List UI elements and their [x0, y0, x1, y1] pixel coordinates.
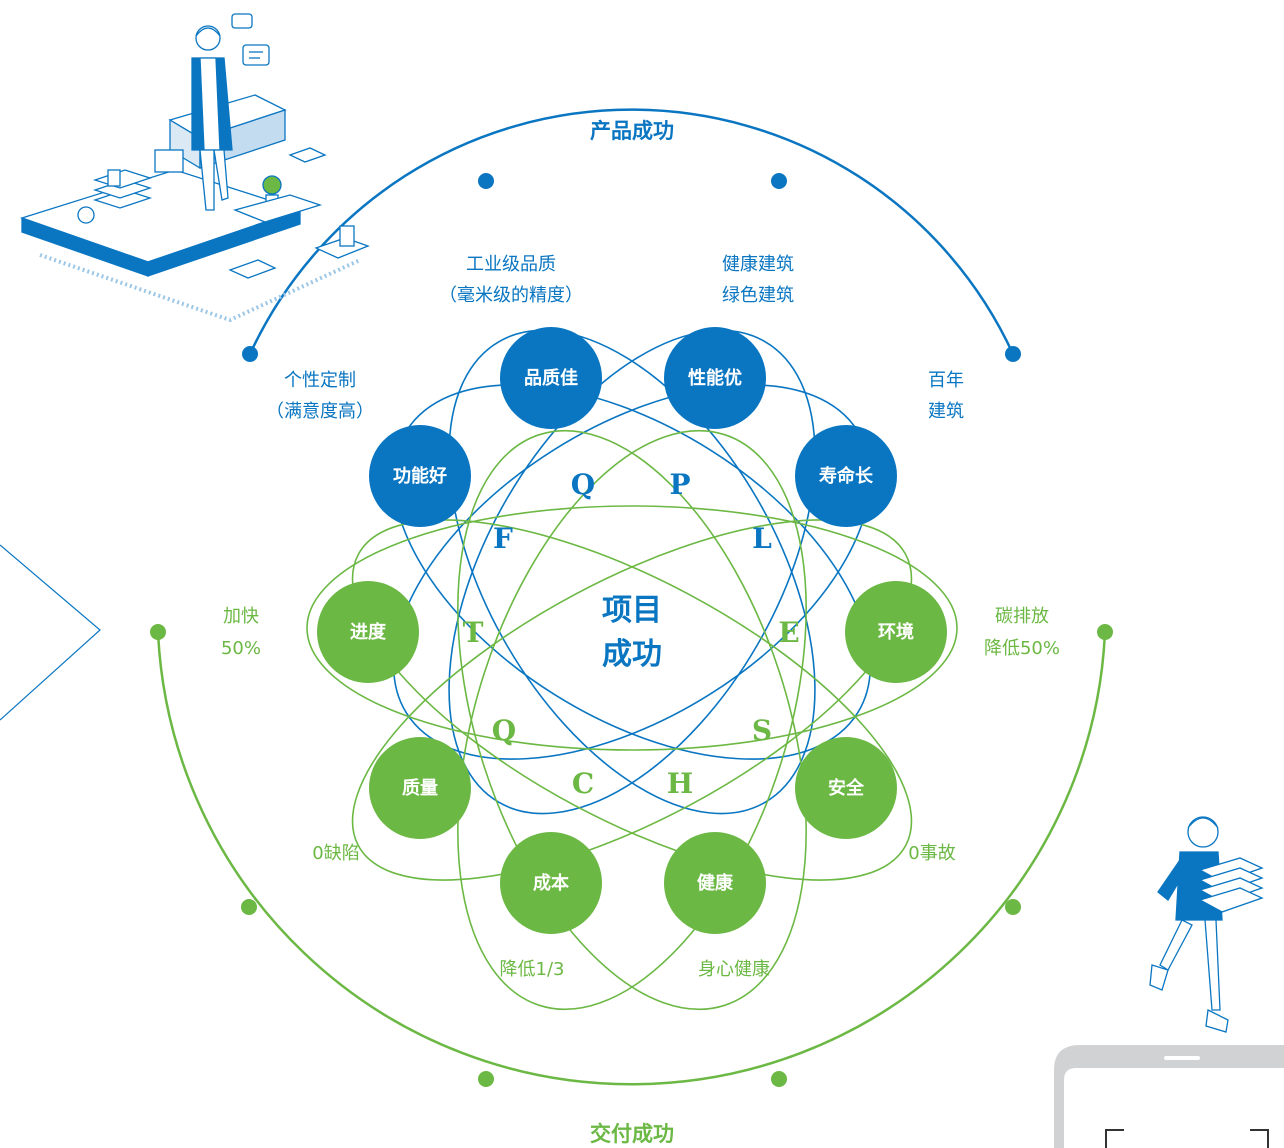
svg-text:功能好: 功能好 [393, 465, 447, 487]
letter-f: F [493, 522, 513, 555]
svg-text:寿命长: 寿命长 [819, 465, 874, 487]
svg-text:健康: 健康 [697, 872, 734, 894]
svg-text:安全: 安全 [828, 777, 865, 799]
note-gongyeji-1: 工业级品质 [466, 254, 556, 275]
arc-dot [771, 173, 787, 189]
node-shouminchang: 寿命长 [795, 425, 897, 527]
note-jiakuai-2: 50% [221, 638, 261, 659]
note-shigu: 0事故 [908, 843, 955, 864]
note-gexing-2: （满意度高） [266, 401, 374, 422]
svg-text:品质佳: 品质佳 [524, 367, 578, 389]
note-jiangdi: 降低1/3 [500, 959, 565, 980]
product-success-title: 产品成功 [590, 119, 674, 143]
node-chengben: 成本 [500, 832, 602, 934]
note-gongyeji-2: （毫米级的精度） [439, 285, 583, 306]
arc-dot [1005, 899, 1021, 915]
node-xingnengyou: 性能优 [664, 327, 766, 429]
orbit-green [457, 429, 807, 1011]
worker-desk-illustration-icon [19, 13, 370, 323]
delivery-success-title: 交付成功 [590, 1122, 674, 1146]
letter-s: S [752, 714, 772, 747]
node-gongnenghao: 功能好 [369, 425, 471, 527]
orbit-blue [448, 329, 816, 815]
arc-dot [242, 346, 258, 362]
orbit-green [351, 519, 913, 881]
note-gexing-1: 个性定制 [284, 370, 356, 391]
note-quexian: 0缺陷 [312, 843, 359, 864]
orbit-green [351, 519, 913, 881]
letter-p: P [669, 468, 690, 501]
letter-h: H [667, 767, 693, 800]
note-jiakuai-1: 加快 [223, 606, 259, 627]
arc-dot [1005, 346, 1021, 362]
orbit-blue [448, 329, 816, 815]
center-line1: 项目 [602, 593, 662, 628]
note-tan-2: 降低50% [984, 638, 1060, 659]
arc-dot [771, 1071, 787, 1087]
arc-dot [1097, 624, 1113, 640]
letter-t: T [463, 616, 484, 649]
orbit-green [306, 505, 958, 751]
phone-frame-illustration-icon [1054, 1045, 1284, 1148]
node-jiankang: 健康 [664, 832, 766, 934]
node-pinzhijia: 品质佳 [500, 327, 602, 429]
note-shenxin: 身心健康 [698, 959, 770, 980]
note-tan-1: 碳排放 [995, 606, 1049, 627]
node-jindu: 进度 [317, 581, 419, 683]
product-success-arc [248, 108, 1015, 355]
svg-text:环境: 环境 [878, 621, 914, 643]
letter-q-top: Q [571, 468, 595, 501]
arc-dot [150, 624, 166, 640]
chevron-outline-icon [0, 544, 101, 721]
letter-q-bottom: Q [492, 714, 516, 747]
arc-dot [478, 173, 494, 189]
svg-text:质量: 质量 [402, 777, 438, 799]
delivery-success-arc [156, 631, 1107, 1086]
note-jiankang-jianzhu-2: 绿色建筑 [722, 285, 794, 306]
node-anquan: 安全 [795, 737, 897, 839]
svg-text:进度: 进度 [350, 621, 387, 643]
node-huanjing: 环境 [845, 581, 947, 683]
node-zhiliang: 质量 [369, 737, 471, 839]
svg-text:性能优: 性能优 [688, 367, 742, 389]
letter-c: C [572, 767, 594, 800]
center-line2: 成功 [602, 637, 662, 672]
courier-illustration-icon [1149, 816, 1264, 1033]
letter-e: E [778, 616, 799, 649]
arc-dot [241, 899, 257, 915]
note-jiankang-jianzhu-1: 健康建筑 [722, 254, 794, 275]
note-bainian-2: 建筑 [928, 401, 964, 422]
orbit-green [457, 429, 807, 1011]
letter-l: L [752, 522, 772, 555]
arc-dot [478, 1071, 494, 1087]
note-bainian-1: 百年 [928, 370, 964, 391]
svg-text:成本: 成本 [533, 872, 569, 894]
